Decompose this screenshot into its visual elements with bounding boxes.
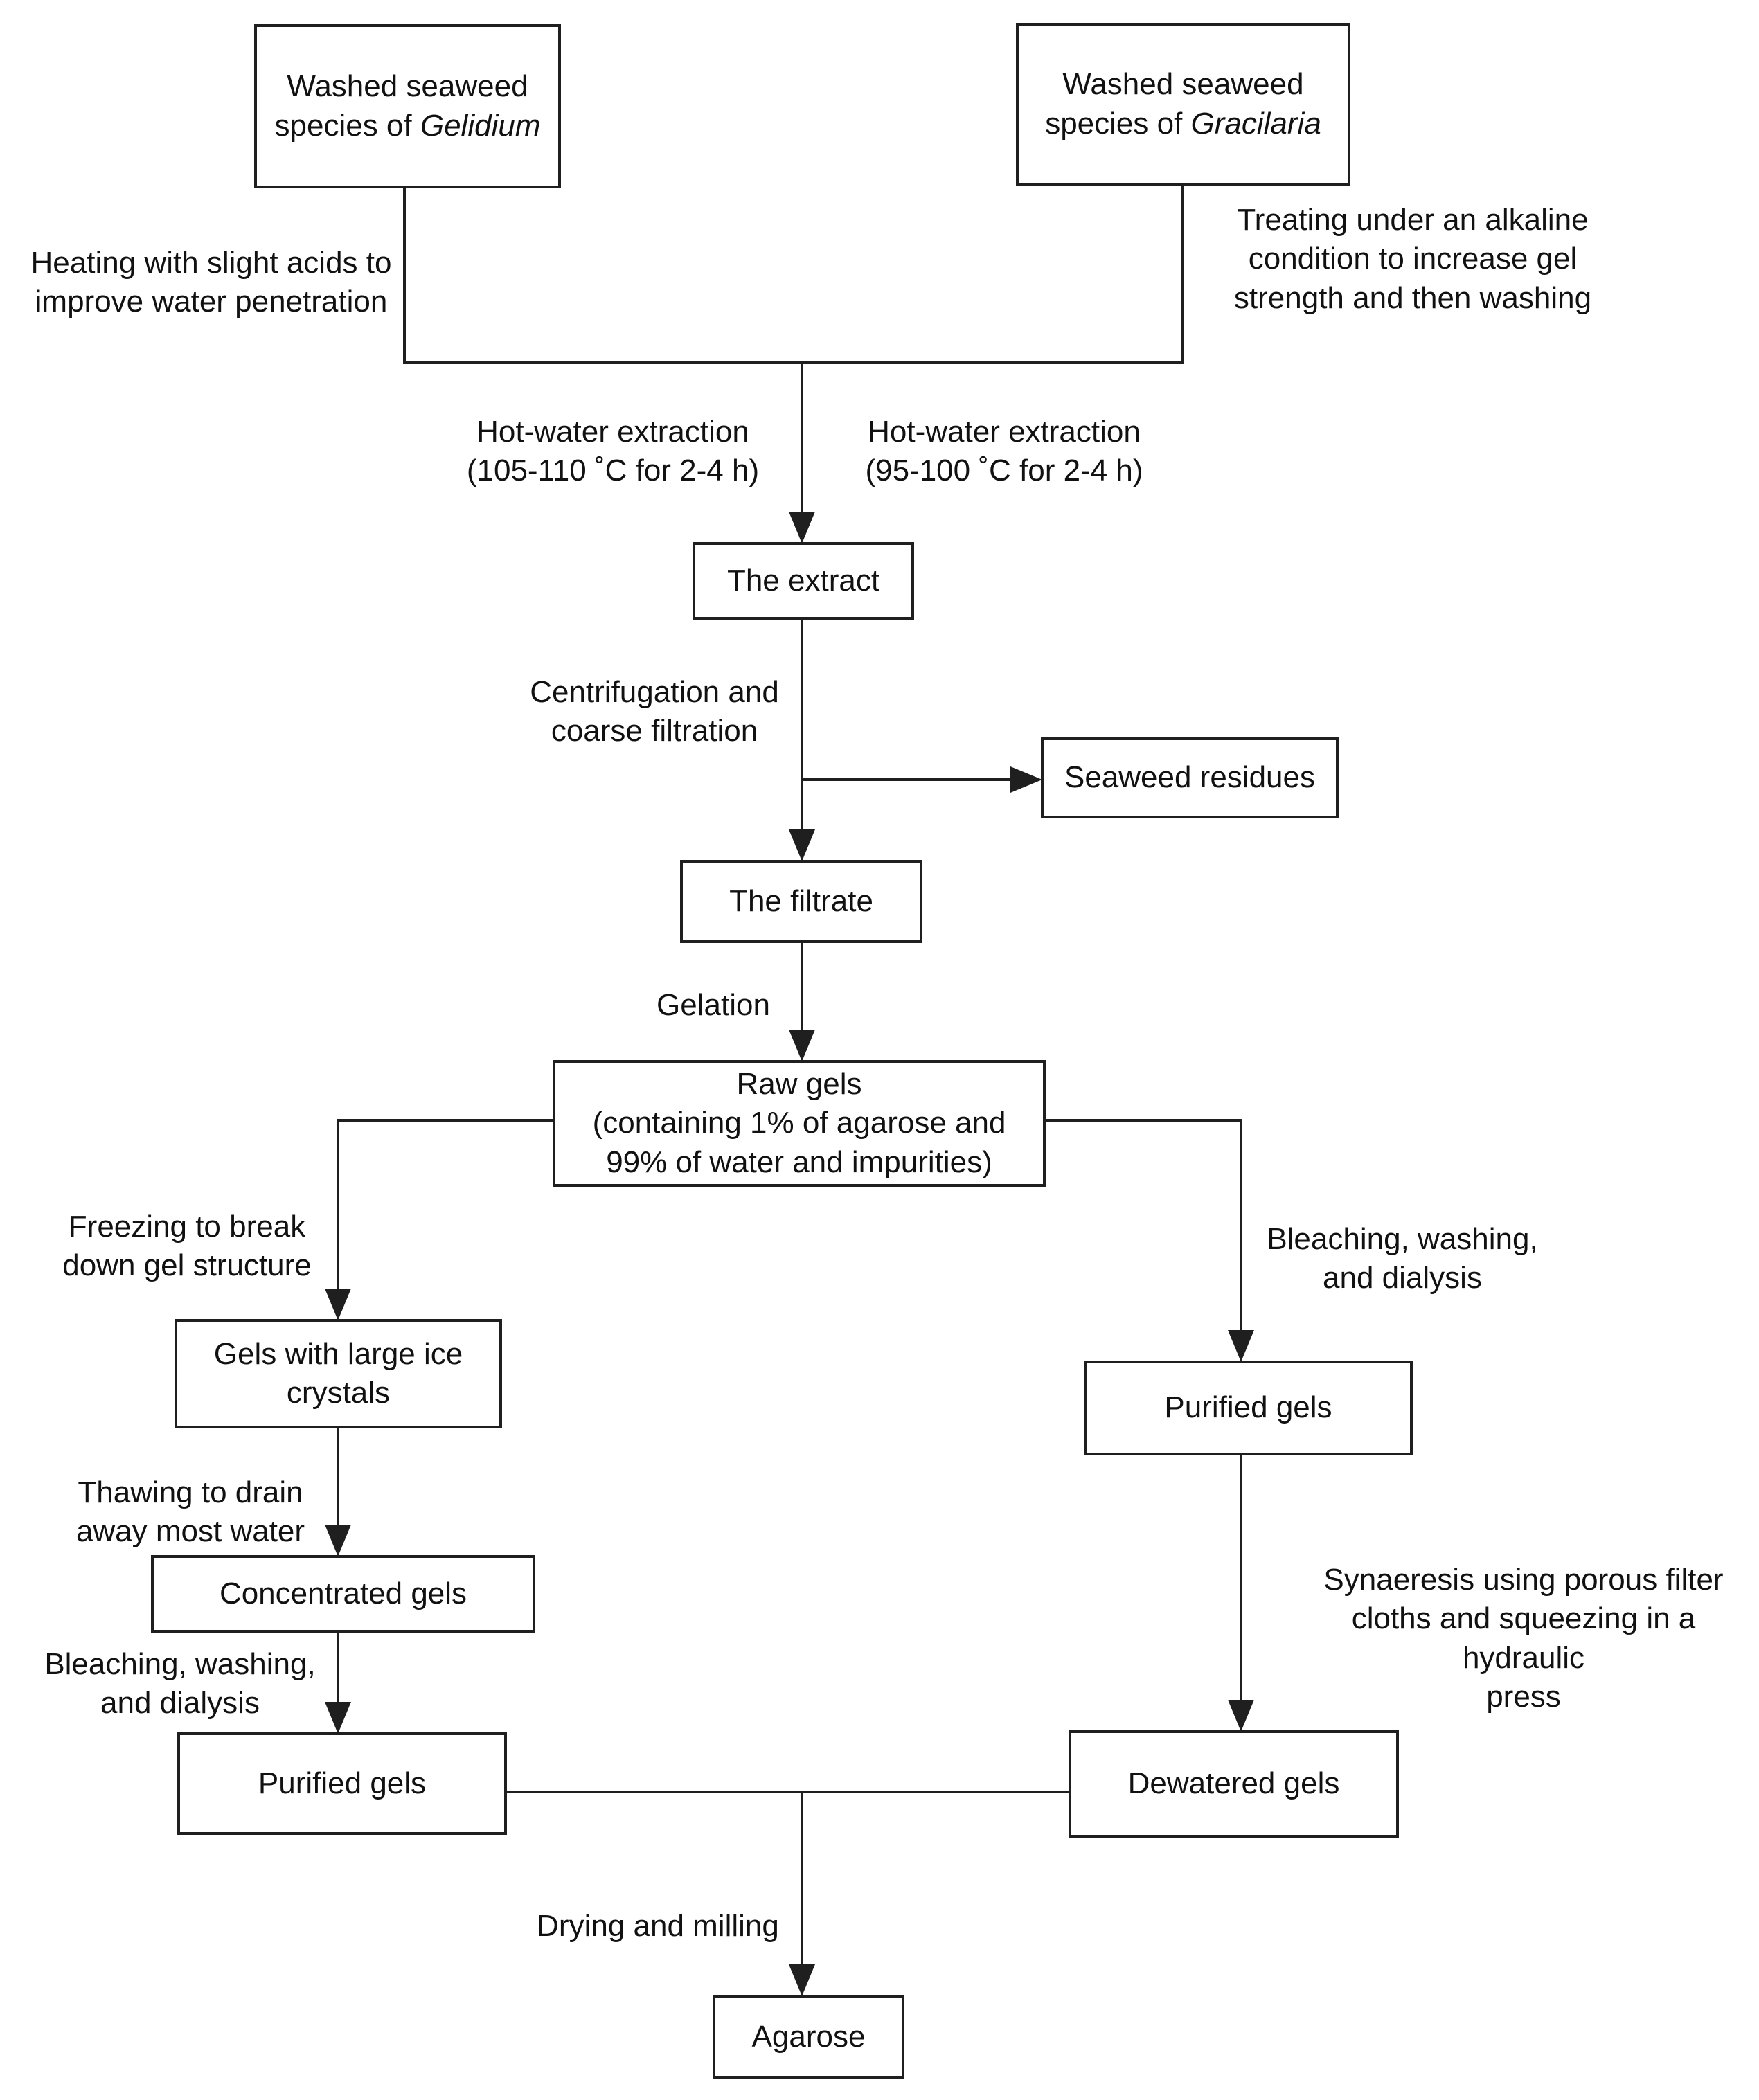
edge-rawgels-left-horizontal <box>337 1119 554 1122</box>
arrowhead-into-filtrate-icon <box>789 829 815 861</box>
edge-ice-to-concentrated <box>337 1427 339 1527</box>
edge-gelidium-down <box>403 187 406 364</box>
arrowhead-into-agarose-icon <box>789 1964 815 1996</box>
edge-rawgels-right-down <box>1240 1119 1242 1333</box>
edge-purified-to-dewatered <box>1240 1454 1242 1703</box>
edge-filtrate-to-rawgels <box>801 943 803 1032</box>
node-purified-right-label: Purified gels <box>1164 1390 1332 1425</box>
edge-to-extract <box>801 361 803 516</box>
node-ice-crystals: Gels with large ice crystals <box>175 1319 502 1428</box>
node-filtrate-label: The filtrate <box>729 883 873 918</box>
node-dewatered: Dewatered gels <box>1069 1730 1399 1838</box>
node-extract: The extract <box>693 542 914 620</box>
arrowhead-into-purified-left-icon <box>325 1702 351 1734</box>
arrowhead-into-dewatered-icon <box>1228 1700 1254 1732</box>
edge-label-bleaching-right: Bleaching, washing, and dialysis <box>1267 1222 1538 1295</box>
node-concentrated: Concentrated gels <box>151 1555 535 1633</box>
node-dewatered-label: Dewatered gels <box>1127 1766 1340 1801</box>
arrowhead-into-residues-icon <box>1010 766 1042 793</box>
node-agarose: Agarose <box>713 1995 904 2079</box>
node-filtrate: The filtrate <box>680 860 922 943</box>
node-purified-left-label: Purified gels <box>258 1766 427 1800</box>
node-raw-gels-label: Raw gels (containing 1% of agarose and 9… <box>592 1067 1006 1179</box>
node-residues-label: Seaweed residues <box>1064 760 1315 795</box>
node-gelidium-species: Gelidium <box>420 108 541 143</box>
node-gracilaria: Washed seaweed species of Gracilaria <box>1016 23 1350 186</box>
arrowhead-into-concentrated-icon <box>325 1525 351 1556</box>
node-purified-right: Purified gels <box>1084 1361 1413 1455</box>
node-purified-left: Purified gels <box>177 1732 507 1835</box>
edge-label-hotwater-gracilaria: Hot-water extraction (95-100 ˚C for 2-4 … <box>865 415 1143 488</box>
edge-extract-to-filtrate <box>801 618 803 832</box>
edge-concentrated-to-purified <box>337 1631 339 1705</box>
edge-rawgels-right-horizontal <box>1046 1119 1242 1122</box>
edge-branch-residues <box>801 778 1013 781</box>
arrowhead-into-icecrystals-icon <box>325 1289 351 1320</box>
edge-to-agarose <box>801 1791 803 1967</box>
edge-label-thawing: Thawing to drain away most water <box>75 1475 305 1549</box>
node-gelidium-label: Washed seaweed species of Gelidium <box>275 67 541 145</box>
edge-merge-horizontal <box>403 361 1184 364</box>
node-residues: Seaweed residues <box>1041 737 1339 818</box>
edge-label-hotwater-gelidium: Hot-water extraction (105-110 ˚C for 2-4… <box>466 415 760 488</box>
edge-label-gelation: Gelation <box>657 988 770 1022</box>
edge-label-treating: Treating under an alkaline condition to … <box>1233 203 1592 315</box>
edge-label-heating: Heating with slight acids to improve wat… <box>30 246 392 319</box>
node-raw-gels: Raw gels (containing 1% of agarose and 9… <box>553 1060 1046 1187</box>
node-concentrated-label: Concentrated gels <box>219 1576 467 1610</box>
edge-label-bleaching-left: Bleaching, washing, and dialysis <box>44 1647 316 1721</box>
edge-label-synaeresis: Synaeresis using porous filter cloths an… <box>1323 1563 1724 1714</box>
edge-label-centrifugation: Centrifugation and coarse filtration <box>530 675 779 748</box>
node-gracilaria-species: Gracilaria <box>1190 106 1321 141</box>
node-gelidium: Washed seaweed species of Gelidium <box>254 24 561 188</box>
node-gelidium-prefix: Washed seaweed species of <box>274 69 528 143</box>
edge-purified-dewatered-horizontal <box>506 1791 1070 1793</box>
arrowhead-into-rawgels-icon <box>789 1030 815 1061</box>
node-extract-label: The extract <box>726 563 880 598</box>
edge-label-freezing: Freezing to break down gel structure <box>62 1210 312 1283</box>
node-gracilaria-label: Washed seaweed species of Gracilaria <box>1045 65 1321 143</box>
arrowhead-into-purified-right-icon <box>1228 1330 1254 1362</box>
edge-rawgels-left-down <box>337 1119 339 1291</box>
node-agarose-label: Agarose <box>751 2019 866 2054</box>
arrowhead-into-extract-icon <box>789 512 815 544</box>
edge-gracilaria-down <box>1181 184 1184 364</box>
edge-label-drying: Drying and milling <box>537 1909 779 1943</box>
node-ice-crystals-label: Gels with large ice crystals <box>213 1336 463 1410</box>
node-gracilaria-prefix: Washed seaweed species of <box>1045 67 1304 141</box>
